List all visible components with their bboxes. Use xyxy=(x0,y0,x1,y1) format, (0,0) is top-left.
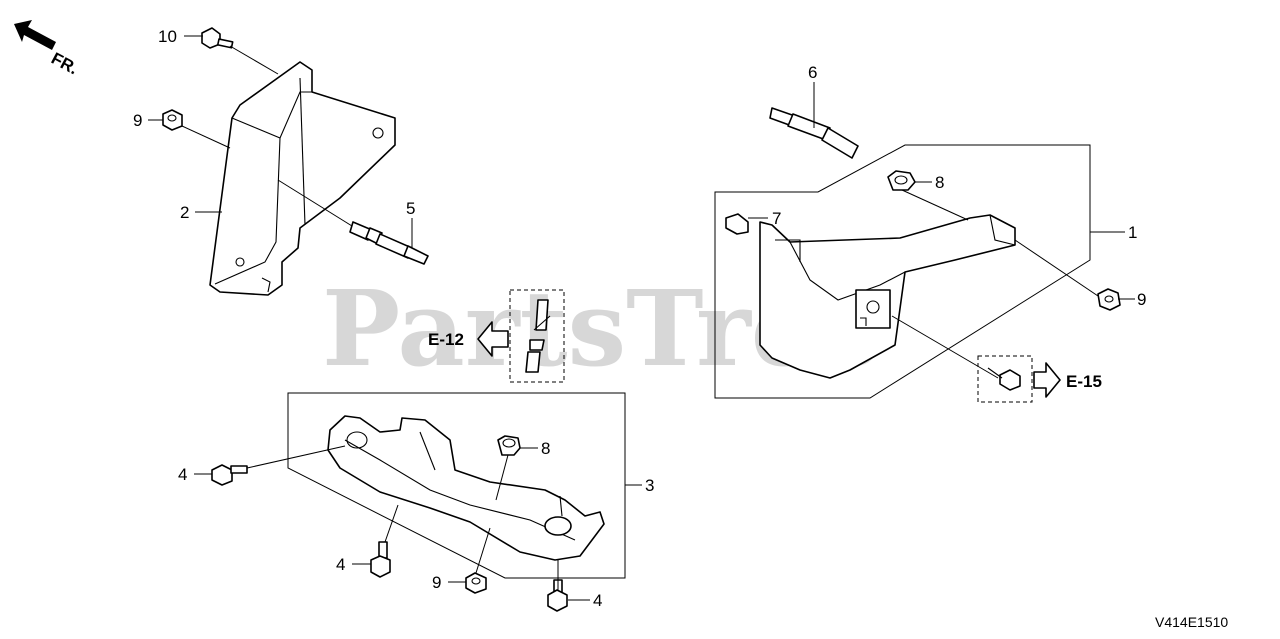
part-2-cover xyxy=(209,61,396,296)
part-7-clip xyxy=(725,213,749,235)
callout-10: 10 xyxy=(158,27,177,46)
callout-8-right: 8 xyxy=(935,173,944,192)
callout-4-left: 4 xyxy=(178,465,187,484)
part-5-bolt xyxy=(349,221,429,265)
front-label: FR. xyxy=(48,49,81,79)
callout-9-lower: 9 xyxy=(432,573,441,592)
callout-1: 1 xyxy=(1128,223,1137,242)
callout-9-right: 9 xyxy=(1137,290,1146,309)
arrow-right-icon xyxy=(1033,362,1061,398)
leader-lines xyxy=(148,35,1135,601)
part-4-bolt-middle xyxy=(370,541,391,578)
reference-box-e12 xyxy=(509,289,565,383)
callout-3: 3 xyxy=(645,476,654,495)
callout-5: 5 xyxy=(406,199,415,218)
callout-4-bottom: 4 xyxy=(593,591,602,610)
part-4-bolt-left xyxy=(211,464,248,486)
part-10-bolt xyxy=(201,27,234,49)
section-reference-e12[interactable]: E-12 xyxy=(428,321,509,357)
callout-9-upper-left: 9 xyxy=(133,111,142,130)
part-9-nut-right xyxy=(1097,288,1121,311)
part-8-collar-lower xyxy=(497,435,521,456)
part-6-stud xyxy=(769,107,859,159)
diagram-code: V414E1510 xyxy=(1155,614,1228,630)
callout-7: 7 xyxy=(772,209,781,228)
callout-8-lower: 8 xyxy=(541,439,550,458)
callout-labels: 10 9 2 5 6 8 7 1 9 3 8 4 4 9 4 xyxy=(133,27,1146,610)
front-arrow-icon xyxy=(14,20,56,50)
part-9-nut-upper-left xyxy=(162,109,183,131)
part-8-collar-right xyxy=(887,170,916,191)
front-direction-indicator: FR. xyxy=(14,20,81,78)
part-3-lower-cover xyxy=(287,392,626,579)
callout-4-middle: 4 xyxy=(336,555,345,574)
reference-e12-label[interactable]: E-12 xyxy=(428,330,464,349)
part-9-nut-lower xyxy=(465,572,487,594)
arrow-left-icon xyxy=(477,321,509,357)
reference-box-e15 xyxy=(977,355,1033,403)
part-1-bracket xyxy=(714,144,1091,399)
section-reference-e15[interactable]: E-15 xyxy=(1033,362,1102,398)
reference-e15-label[interactable]: E-15 xyxy=(1066,372,1102,391)
callout-6: 6 xyxy=(808,63,817,82)
callout-2: 2 xyxy=(180,203,189,222)
